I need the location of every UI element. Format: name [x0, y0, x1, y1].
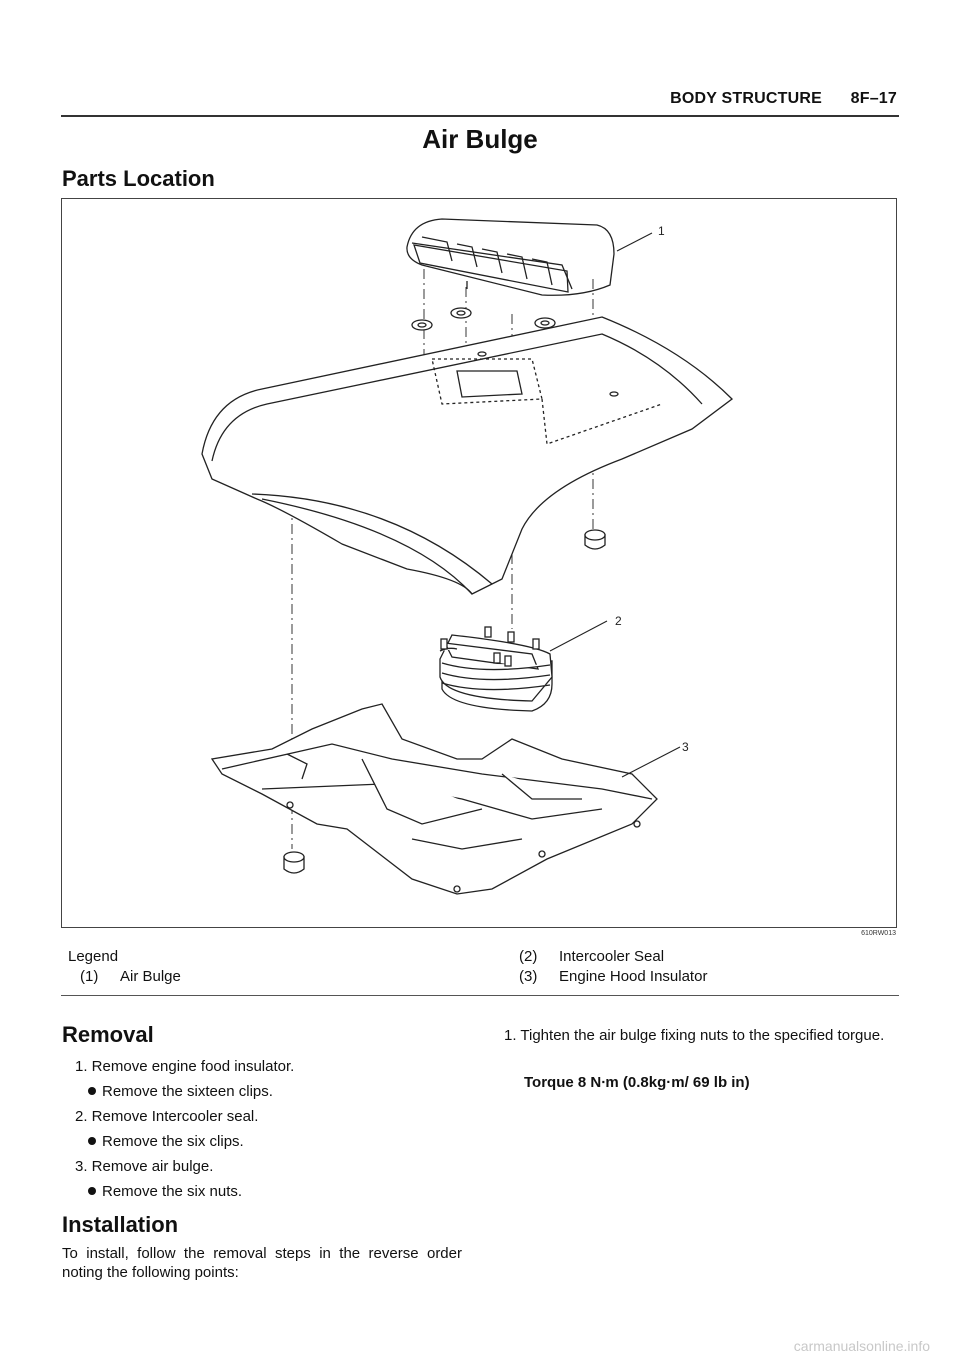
legend-item: (3) Engine Hood Insulator: [519, 968, 707, 985]
installation-step: 1. Tighten the air bulge fixing nuts to …: [504, 1027, 885, 1044]
section-name: BODY STRUCTURE: [670, 90, 822, 107]
header-rule: [61, 115, 899, 117]
exploded-view-drawing: 1 2 3: [201, 218, 733, 895]
installation-intro: To install, follow the removal steps in …: [62, 1245, 462, 1281]
removal-step: 3. Remove air bulge.: [75, 1158, 214, 1175]
legend-item-label: Intercooler Seal: [559, 948, 665, 965]
legend-rule: [61, 995, 899, 996]
callout-1: 1: [658, 224, 665, 238]
legend-item-label: Air Bulge: [120, 968, 181, 985]
removal-substep: Remove the sixteen clips.: [88, 1083, 273, 1100]
hood-panel-drawing: [201, 316, 733, 595]
removal-substep: Remove the six nuts.: [88, 1183, 242, 1200]
intercooler-seal-drawing: [439, 626, 553, 712]
callout-2: 2: [615, 614, 622, 628]
page-title: Air Bulge: [422, 124, 538, 154]
page-number: 8F–17: [850, 90, 897, 107]
exploded-view-figure: 1 2 3: [61, 198, 897, 928]
legend-item-number: (2): [519, 948, 538, 965]
legend-item-number: (3): [519, 968, 538, 985]
torque-spec: Torque 8 N∙m (0.8kg·m/ 69 lb in): [524, 1074, 750, 1091]
removal-step: 1. Remove engine food insulator.: [75, 1058, 295, 1075]
legend-item: (1) Air Bulge: [80, 968, 181, 985]
legend-item-label: Engine Hood Insulator: [559, 968, 708, 985]
air-bulge-drawing: [406, 218, 615, 296]
removal-step: 2. Remove Intercooler seal.: [75, 1108, 259, 1125]
removal-substep: Remove the six clips.: [88, 1133, 244, 1150]
legend-item-number: (1): [80, 968, 99, 985]
figure-code: 610RW013: [861, 930, 896, 937]
legend-heading: Legend: [68, 948, 119, 965]
bullet-icon: [88, 1187, 96, 1195]
section-subtitle: Parts Location: [62, 166, 215, 191]
watermark: carmanualsonline.info: [793, 1338, 930, 1354]
page-header: BODY STRUCTURE 8F–17: [670, 90, 897, 108]
legend-item: (2) Intercooler Seal: [519, 948, 664, 965]
removal-heading: Removal: [62, 1022, 154, 1047]
bullet-icon: [88, 1137, 96, 1145]
callout-3: 3: [682, 740, 689, 754]
hood-insulator-drawing: [210, 703, 658, 895]
installation-heading: Installation: [62, 1212, 179, 1237]
bullet-icon: [88, 1087, 96, 1095]
